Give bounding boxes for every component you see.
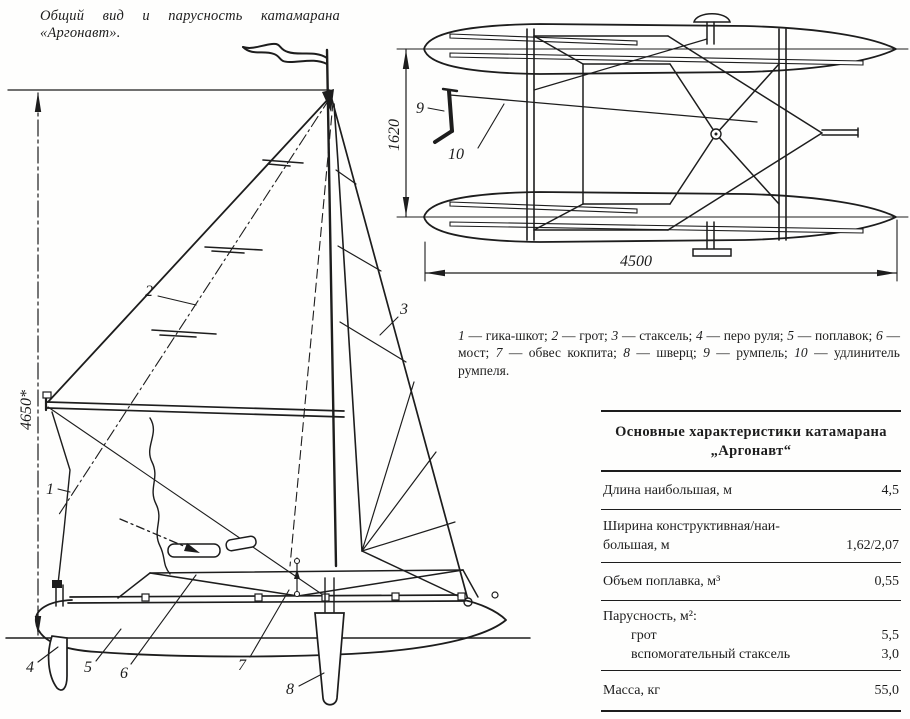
cockpit-cover [117, 557, 479, 599]
hull-float [35, 591, 507, 658]
part-label-5: 5 [84, 659, 92, 676]
part-label-3: 3 [399, 301, 408, 318]
part-label-6: 6 [120, 665, 128, 682]
part-label-4: 4 [26, 659, 34, 676]
dimension-label-1620: 1620 [386, 119, 403, 151]
side-view-drawing: 4650* [5, 42, 531, 706]
dimension-sail-height: 4650* [18, 92, 42, 636]
legend-item: 2 — грот; [551, 327, 612, 343]
top-view-part-labels: 9 10 [416, 100, 505, 163]
parts-legend: 1 — гика-шкот; 2 — грот; 3 — стаксель; 4… [458, 327, 900, 380]
leeboard [314, 577, 345, 706]
legend-item: 1 — гика-шкот; [458, 327, 552, 343]
sail-battens [151, 159, 304, 338]
wind-arrow-icon [119, 518, 200, 553]
table-row-volume: Объем поплавка, м³ 0,55 [601, 563, 901, 601]
table-row-mass: Масса, кг 55,0 [603, 683, 899, 698]
dimension-beam: 1620 [386, 48, 410, 218]
legend-item: 8 — шверц; [623, 345, 704, 360]
legend-item: 9 — румпель; [703, 345, 795, 360]
spec-table-title: Основные характеристики катамарана „Арго… [601, 412, 901, 472]
dimension-label-4500: 4500 [620, 253, 652, 270]
staysail-seams [335, 169, 456, 552]
mast [325, 48, 338, 568]
part-label-1: 1 [46, 481, 54, 498]
tiller-extension [449, 94, 758, 123]
hull-top [423, 23, 897, 75]
legend-item: 6 — мост; [458, 327, 900, 361]
table-row-sail-area: Парусность, м²: грот 5,5 вспомогательный… [601, 601, 901, 671]
part-label-2: 2 [145, 283, 153, 300]
legend-item: 7 — обвес кокпита; [495, 345, 624, 360]
top-view-drawing: 1620 4500 9 10 [386, 13, 909, 282]
hull-bottom [423, 191, 897, 243]
legend-item: 4 — перо руля; [695, 327, 788, 343]
dimension-label-4650: 4650* [18, 390, 35, 430]
boom [42, 391, 345, 418]
mainsheet-tackle-rope [149, 417, 171, 575]
side-view-part-labels: 1 2 3 4 5 6 7 8 [26, 283, 408, 698]
dimension-length: 4500 [424, 219, 898, 282]
part-label-9: 9 [416, 100, 424, 117]
table-row-width: Ширина конструктивная/наи-большая, м 1,6… [601, 510, 901, 563]
table-row-length: Длина наибольшая, м 4,5 [601, 472, 901, 510]
mainsail [47, 95, 334, 567]
legend-item: 3 — стаксель; [611, 327, 696, 343]
mainsheet-rope [51, 411, 71, 585]
wind-pennant-icon [242, 42, 328, 65]
spec-table: Основные характеристики катамарана „Арго… [601, 410, 901, 712]
sheet-lead-line [47, 406, 327, 598]
part-label-8: 8 [286, 681, 294, 698]
figure-caption: Общий вид и парусность катамарана «Аргон… [40, 8, 340, 41]
legend-item: 10 — удлинитель румпеля. [458, 345, 900, 378]
part-label-7: 7 [238, 657, 247, 674]
rudder-blade [47, 580, 68, 691]
legend-item: 5 — поплавок; [787, 327, 876, 343]
deck-gear [167, 535, 257, 558]
deck-and-rigging [533, 35, 859, 231]
tiller-assembly [433, 87, 758, 144]
staysail [330, 95, 473, 607]
part-label-10: 10 [448, 146, 464, 163]
leeboard-heads-top-view [692, 13, 732, 257]
